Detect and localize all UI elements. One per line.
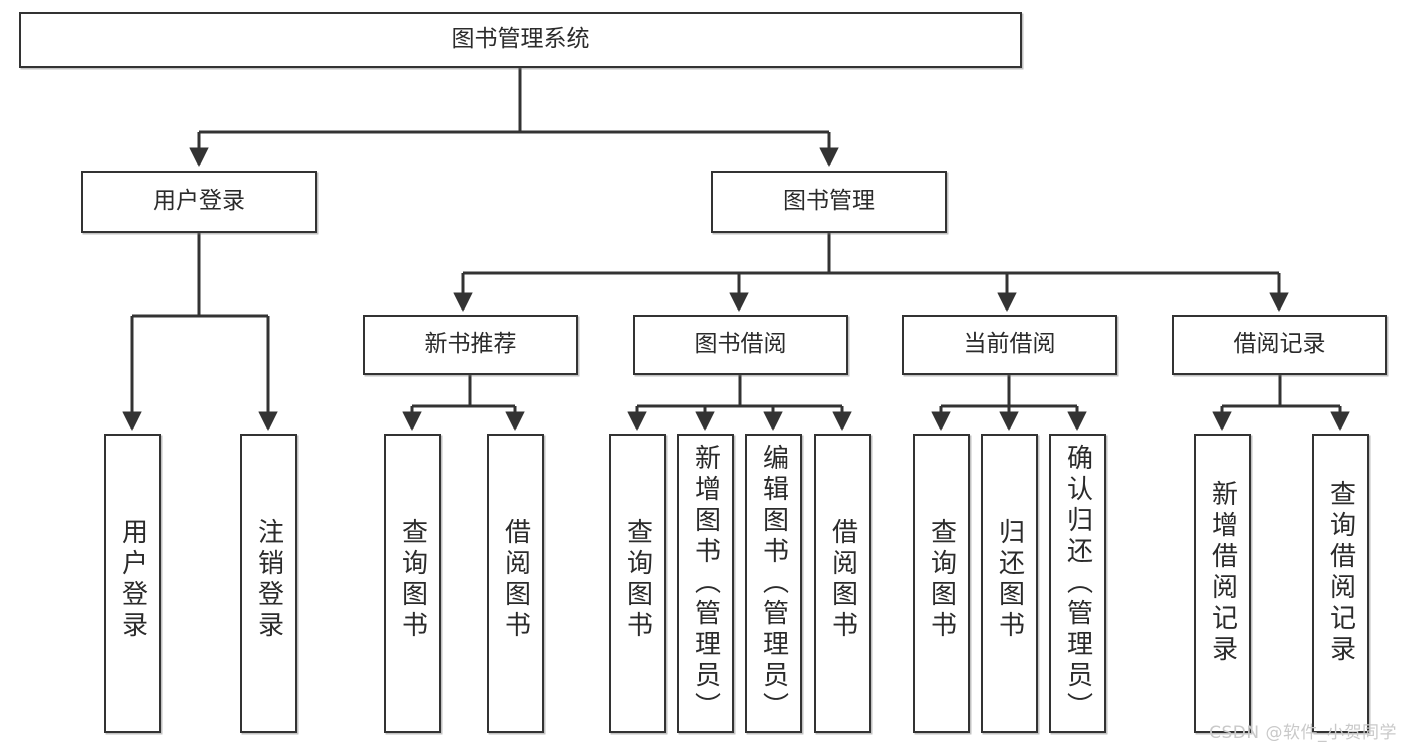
node-leaf-borrow-book-1[interactable]: 借阅图书	[487, 434, 544, 733]
node-root-label: 图书管理系统	[451, 26, 590, 53]
node-leaf-query-book-2-label: 查询图书	[622, 518, 653, 642]
node-user-login-label: 用户登录	[153, 188, 245, 215]
node-current-borrow[interactable]: 当前借阅	[902, 315, 1117, 375]
node-leaf-add-record[interactable]: 新增借阅记录	[1194, 434, 1251, 733]
node-leaf-edit-book[interactable]: 编辑图书（管理员）	[745, 434, 802, 733]
node-leaf-edit-book-label: 编辑图书（管理员）	[758, 444, 789, 723]
node-leaf-user-login[interactable]: 用户登录	[104, 434, 161, 733]
node-leaf-query-book-3-label: 查询图书	[926, 518, 957, 642]
node-leaf-confirm-return-label: 确认归还（管理员）	[1062, 444, 1093, 723]
node-book-borrow[interactable]: 图书借阅	[633, 315, 848, 375]
node-leaf-query-book-1-label: 查询图书	[397, 518, 428, 642]
node-leaf-query-book-3[interactable]: 查询图书	[913, 434, 970, 733]
node-leaf-add-record-label: 新增借阅记录	[1207, 480, 1238, 666]
node-leaf-query-book-1[interactable]: 查询图书	[384, 434, 441, 733]
node-leaf-query-record[interactable]: 查询借阅记录	[1312, 434, 1369, 733]
node-borrow-record-label: 借阅记录	[1233, 331, 1326, 358]
node-new-book-rec[interactable]: 新书推荐	[363, 315, 578, 375]
node-leaf-add-book-label: 新增图书（管理员）	[690, 444, 721, 723]
node-leaf-user-login-label: 用户登录	[117, 518, 148, 642]
node-leaf-logout-login[interactable]: 注销登录	[240, 434, 297, 733]
node-leaf-borrow-book-1-label: 借阅图书	[500, 518, 531, 642]
node-book-manage-label: 图书管理	[783, 188, 875, 215]
node-leaf-add-book[interactable]: 新增图书（管理员）	[677, 434, 734, 733]
node-user-login[interactable]: 用户登录	[81, 171, 317, 233]
node-new-book-rec-label: 新书推荐	[424, 331, 517, 358]
node-leaf-query-book-2[interactable]: 查询图书	[609, 434, 666, 733]
node-leaf-return-book-label: 归还图书	[994, 518, 1025, 642]
node-leaf-logout-login-label: 注销登录	[253, 518, 284, 642]
node-root[interactable]: 图书管理系统	[19, 12, 1022, 68]
node-leaf-borrow-book-2-label: 借阅图书	[827, 518, 858, 642]
node-leaf-return-book[interactable]: 归还图书	[981, 434, 1038, 733]
node-leaf-confirm-return[interactable]: 确认归还（管理员）	[1049, 434, 1106, 733]
node-book-manage[interactable]: 图书管理	[711, 171, 947, 233]
node-current-borrow-label: 当前借阅	[963, 331, 1056, 358]
node-book-borrow-label: 图书借阅	[694, 331, 787, 358]
node-borrow-record[interactable]: 借阅记录	[1172, 315, 1387, 375]
node-leaf-query-record-label: 查询借阅记录	[1325, 480, 1356, 666]
csdn-watermark: CSDN @软件_小贺同学	[1209, 723, 1397, 743]
node-leaf-borrow-book-2[interactable]: 借阅图书	[814, 434, 871, 733]
